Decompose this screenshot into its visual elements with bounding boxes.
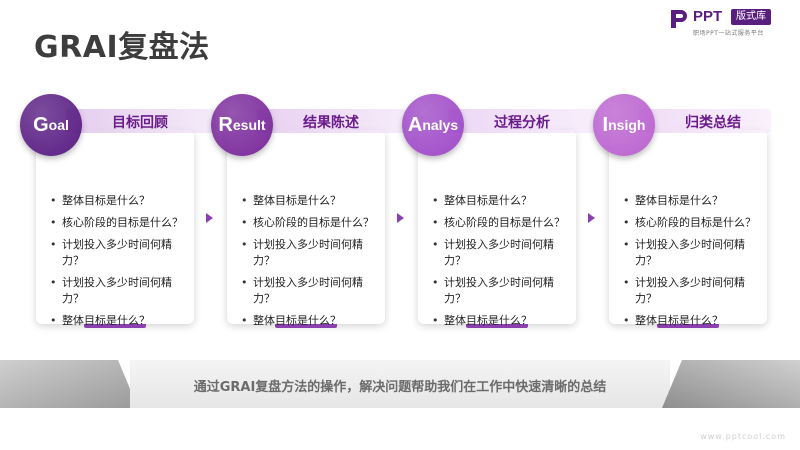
brand-logo: PPT 版式库 职场PPT一站式服务平台	[668, 8, 790, 38]
card-body: 整体目标是什么？ 核心阶段的目标是什么？ 计划投入多少时间何精力？ 计划投入多少…	[36, 130, 194, 329]
circle-rest: nsigh	[608, 117, 646, 133]
list-item: 核心阶段的目标是什么？	[432, 215, 572, 231]
circle-initial: R	[218, 113, 233, 136]
header-band	[639, 109, 771, 133]
list-item: 整体目标是什么？	[241, 313, 381, 329]
list-item: 核心阶段的目标是什么？	[50, 215, 190, 231]
card-label: 目标回顾	[112, 115, 168, 131]
card-body: 整体目标是什么？ 核心阶段的目标是什么？ 计划投入多少时间何精力？ 计划投入多少…	[227, 130, 385, 329]
circle-initial: G	[33, 113, 49, 136]
card-label: 过程分析	[494, 115, 550, 131]
logo-brand: PPT	[693, 8, 723, 25]
circle-rest: nalys	[422, 117, 459, 133]
list-item: 整体目标是什么？	[623, 193, 763, 209]
banner-right-wing	[662, 360, 800, 408]
list-item: 计划投入多少时间何精力？	[50, 237, 190, 269]
question-list: 整体目标是什么？ 核心阶段的目标是什么？ 计划投入多少时间何精力？ 计划投入多少…	[241, 193, 381, 335]
list-item: 计划投入多少时间何精力？	[623, 275, 763, 307]
list-item: 核心阶段的目标是什么？	[241, 215, 381, 231]
list-item: 计划投入多少时间何精力？	[432, 275, 572, 307]
summary-banner: 通过GRAI复盘方法的操作，解决问题帮助我们在工作中快速清晰的总结	[0, 360, 800, 408]
question-list: 整体目标是什么？ 核心阶段的目标是什么？ 计划投入多少时间何精力？ 计划投入多少…	[432, 193, 572, 335]
circle-rest: esult	[232, 117, 266, 133]
list-item: 计划投入多少时间何精力？	[241, 237, 381, 269]
list-item: 核心阶段的目标是什么？	[623, 215, 763, 231]
card-body: 整体目标是什么？ 核心阶段的目标是什么？ 计划投入多少时间何精力？ 计划投入多少…	[418, 130, 576, 329]
list-item: 计划投入多少时间何精力？	[241, 275, 381, 307]
grai-card-analysis: 整体目标是什么？ 核心阶段的目标是什么？ 计划投入多少时间何精力？ 计划投入多少…	[402, 94, 598, 329]
banner-middle	[130, 360, 670, 408]
logo-tagline: 职场PPT一站式服务平台	[693, 30, 764, 37]
list-item: 计划投入多少时间何精力？	[432, 237, 572, 269]
card-body: 整体目标是什么？ 核心阶段的目标是什么？ 计划投入多少时间何精力？ 计划投入多少…	[609, 130, 767, 329]
logo-badge: 版式库	[731, 9, 771, 25]
grai-card-goal: 整体目标是什么？ 核心阶段的目标是什么？ 计划投入多少时间何精力？ 计划投入多少…	[20, 94, 216, 329]
arrow-icon	[588, 213, 595, 223]
list-item: 整体目标是什么？	[50, 193, 190, 209]
banner-text: 通过GRAI复盘方法的操作，解决问题帮助我们在工作中快速清晰的总结	[193, 380, 607, 395]
site-watermark: www.pptcool.com	[700, 432, 786, 441]
banner-left-wing	[0, 360, 138, 408]
circle-rest: oal	[48, 117, 69, 133]
arrow-icon	[397, 213, 404, 223]
card-label: 结果陈述	[303, 115, 359, 131]
list-item: 整体目标是什么？	[432, 193, 572, 209]
list-item: 整体目标是什么？	[623, 313, 763, 329]
grai-card-insight: 整体目标是什么？ 核心阶段的目标是什么？ 计划投入多少时间何精力？ 计划投入多少…	[593, 94, 771, 329]
grai-card-result: 整体目标是什么？ 核心阶段的目标是什么？ 计划投入多少时间何精力？ 计划投入多少…	[211, 94, 407, 329]
page-title: GRAI复盘法	[34, 30, 210, 65]
list-item: 整体目标是什么？	[432, 313, 572, 329]
list-item: 整体目标是什么？	[50, 313, 190, 329]
list-item: 计划投入多少时间何精力？	[50, 275, 190, 307]
list-item: 计划投入多少时间何精力？	[623, 237, 763, 269]
list-item: 整体目标是什么？	[241, 193, 381, 209]
card-label: 归类总结	[685, 115, 741, 131]
header-band	[448, 109, 598, 133]
header-band	[66, 109, 216, 133]
question-list: 整体目标是什么？ 核心阶段的目标是什么？ 计划投入多少时间何精力？ 计划投入多少…	[50, 193, 190, 335]
circle-initial: I	[602, 113, 609, 136]
question-list: 整体目标是什么？ 核心阶段的目标是什么？ 计划投入多少时间何精力？ 计划投入多少…	[623, 193, 763, 335]
header-band	[257, 109, 407, 133]
logo-icon	[671, 10, 687, 28]
circle-initial: A	[407, 113, 423, 136]
arrow-icon	[206, 213, 213, 223]
